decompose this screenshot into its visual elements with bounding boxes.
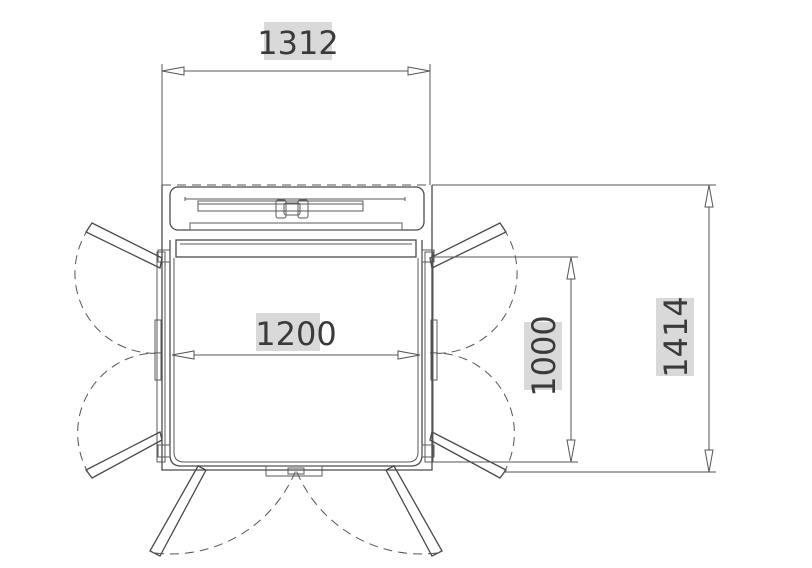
arrowhead-left	[161, 66, 185, 76]
label-background	[264, 22, 332, 60]
outer-width-label: 1312	[257, 24, 338, 62]
left-lower-door	[77, 352, 163, 479]
arrowhead-right	[407, 66, 431, 76]
inner-depth-label: 1000	[525, 315, 563, 396]
arrowhead-bottom	[566, 439, 576, 463]
front-left-door	[149, 465, 297, 557]
arrowhead-left	[171, 350, 195, 360]
front-center-latch	[265, 465, 323, 477]
dimension-inner-width: 1200	[171, 313, 421, 360]
arrowhead-top	[704, 184, 714, 208]
label-background	[256, 313, 320, 351]
inner-width-label: 1200	[255, 315, 336, 353]
label-background	[524, 322, 562, 390]
dimension-outer-width: 1312	[161, 22, 431, 185]
door-mechanism	[169, 186, 425, 231]
arrowhead-top	[566, 256, 576, 280]
dimension-outer-depth: 1414	[432, 184, 716, 473]
label-background	[656, 298, 694, 376]
front-right-door	[295, 465, 443, 557]
right-lower-door	[429, 352, 515, 479]
left-upper-door	[74, 222, 163, 354]
side-hinge-posts	[154, 249, 438, 463]
arrowhead-bottom	[704, 449, 714, 473]
right-upper-door	[429, 222, 518, 354]
dimension-inner-depth: 1000	[432, 256, 578, 463]
outer-depth-label: 1414	[657, 296, 695, 377]
arrowhead-right	[397, 350, 421, 360]
